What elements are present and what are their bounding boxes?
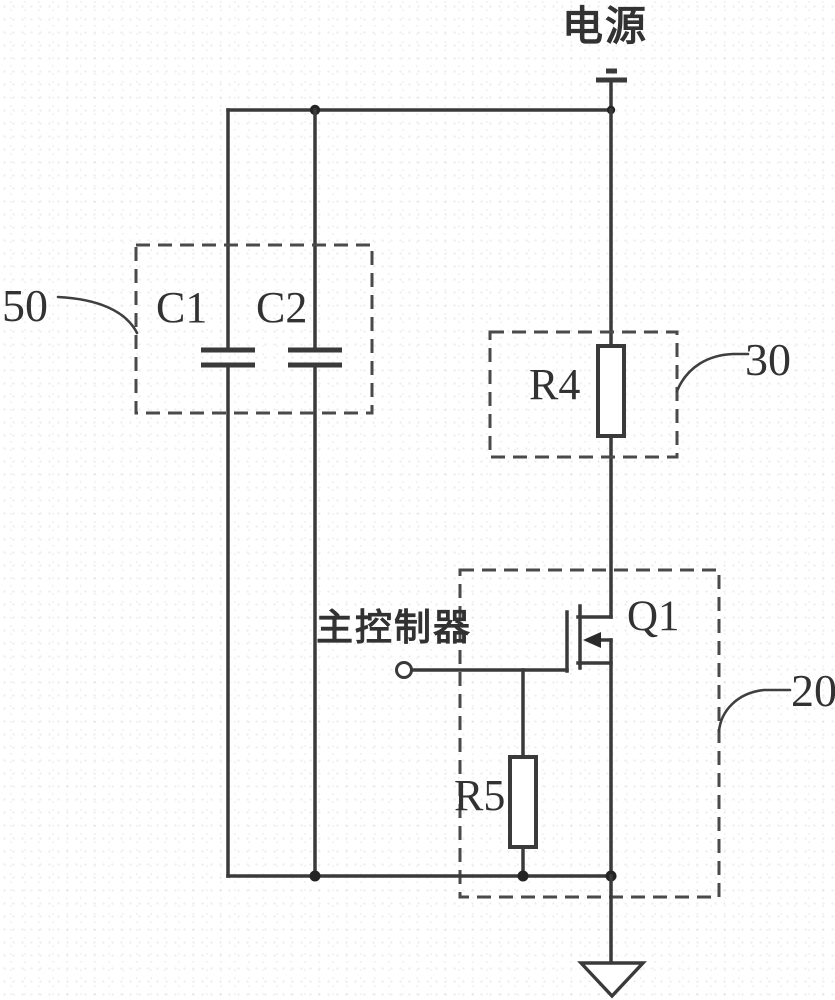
junction-dot xyxy=(517,870,529,882)
leader-line-20 xyxy=(717,688,792,733)
mosfet-arrow-icon xyxy=(583,632,601,648)
ref-number-20: 20 xyxy=(791,665,835,716)
ref-number-30: 30 xyxy=(745,334,791,385)
component-label-c1: C1 xyxy=(156,283,207,332)
component-label-q1: Q1 xyxy=(627,593,680,640)
ground-icon xyxy=(577,874,647,999)
resistor-r5 xyxy=(508,668,538,878)
component-label-r4: R4 xyxy=(529,360,580,409)
controller-label: 主控制器 xyxy=(316,607,472,649)
dashed-box-30 xyxy=(488,330,679,459)
junction-dot xyxy=(309,870,321,882)
mosfet-q1 xyxy=(565,604,613,878)
power-supply-label: 电源 xyxy=(562,3,648,49)
resistor-r4 xyxy=(596,108,626,619)
gate-terminal-circle xyxy=(395,661,413,679)
power-terminal-icon xyxy=(596,68,627,112)
leader-line-30 xyxy=(675,352,750,393)
dashed-box-50 xyxy=(134,243,374,415)
ref-number-50: 50 xyxy=(2,280,48,331)
capacitor-c1 xyxy=(201,108,255,878)
leader-line-50 xyxy=(56,295,139,335)
dashed-box-20 xyxy=(458,568,721,899)
component-label-r5: R5 xyxy=(454,771,505,820)
component-label-c2: C2 xyxy=(256,283,307,332)
capacitor-c2 xyxy=(288,108,342,878)
